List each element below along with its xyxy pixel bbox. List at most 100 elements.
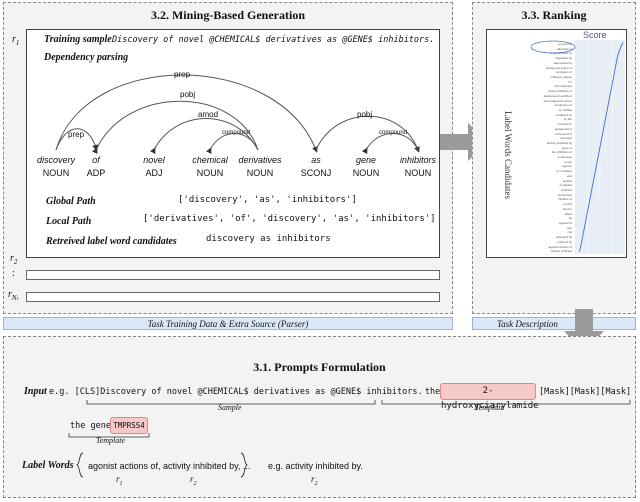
candidate-label: activity inhibited [550, 249, 572, 254]
template2-bracket [68, 433, 150, 438]
arc-label-prep-inner: prep [68, 130, 85, 139]
token-pos: ADJ [145, 168, 163, 178]
candidate-label: increase in [557, 122, 572, 127]
input-label: Input [24, 386, 47, 397]
token-word: derivatives [238, 155, 282, 165]
r2-bottom: r2 [190, 474, 197, 487]
candidate-label: antagonist of [554, 126, 572, 131]
candidate-highlight [530, 40, 576, 54]
token-word: gene [355, 155, 377, 165]
candidate-label: mediated by [555, 112, 572, 117]
r2-row [26, 270, 440, 280]
candidate-label: a worst for [557, 42, 572, 46]
candidate-label: induced by [557, 239, 572, 244]
candidate-label: mixed inhibitors of [547, 89, 572, 94]
token-pos: NOUN [352, 168, 380, 178]
candidate-label: the treatment [554, 84, 572, 89]
candidate-label: role [566, 225, 572, 230]
arc-label-compound-right: compound [379, 130, 408, 136]
candidate-label: mediated [559, 183, 572, 188]
arc-label-pobj-right: pobj [357, 110, 373, 119]
token-pos: NOUN [196, 168, 224, 178]
rn-label: rNr [8, 289, 19, 302]
arc-prep-inner [55, 128, 98, 151]
candidate-label: inhibited [560, 188, 572, 193]
input-sample-text: Discovery of novel @CHEMICAL$ derivative… [100, 387, 423, 397]
token-pos: SCONJ [300, 168, 332, 178]
candidate-label: degraded by [555, 56, 572, 61]
global-path-label: Global Path [46, 196, 96, 207]
candidate-label: the inhibition of [551, 150, 572, 155]
candidate-label: cell [567, 230, 572, 235]
candidate-label: was tested for [553, 60, 572, 65]
local-path-value: ['derivatives', 'of', 'discovery', 'as',… [143, 214, 436, 224]
task-description-bar: Task Description [472, 317, 636, 330]
arc-label-prep-outer: prep [174, 70, 191, 79]
arc-pobj-left [92, 100, 259, 154]
token-pos: NOUN [42, 168, 70, 178]
dependency-parsing-label: Dependency parsing [44, 52, 129, 63]
candidate-label: gene of [561, 145, 572, 150]
retrieved-value: discovery as inhibitors [206, 234, 331, 244]
candidate-label: inhibitor of [558, 197, 572, 202]
arc-label-compound-left: compound [222, 130, 251, 136]
token-word: of [92, 155, 100, 165]
task-training-data-bar: Task Training Data & Extra Source (Parse… [3, 317, 453, 330]
score-line [578, 42, 624, 252]
label-words-value: agonist actions of, activity inhibited b… [88, 461, 251, 471]
template2-label: Template [96, 436, 126, 445]
r1-label: r1 [12, 34, 20, 47]
arc-compound-right [361, 133, 419, 155]
ranking-axis-label: Label Words Candidates [503, 110, 513, 200]
chemical-chip: 2-hydroxyciarylamide [440, 383, 539, 411]
candidate-label: agonist [562, 164, 572, 169]
candidate-label: agonist of [558, 221, 572, 226]
the-gene-text: the gene [70, 421, 111, 431]
arc-label-pobj-left: pobj [180, 90, 196, 99]
candidate-label: effect [564, 211, 572, 216]
r2-label: r2 [10, 253, 18, 266]
ranking-chart [575, 40, 625, 254]
candidate-label: for sulfate [558, 107, 572, 112]
candidate-label: ionization of [555, 70, 572, 75]
candidate-label: agonist actions of [548, 244, 572, 249]
prompts-title: 3.1. Prompts Formulation [253, 360, 386, 374]
token-pos: NOUN [404, 168, 432, 178]
candidate-label: bind to [562, 206, 572, 211]
candidate-label: inhibitory effects [550, 74, 572, 79]
candidate-label: background workflow [543, 93, 572, 98]
token-word: chemical [192, 155, 228, 165]
prompts-panel [3, 336, 636, 498]
candidate-label: as [568, 216, 572, 221]
score-label: Score [583, 30, 607, 40]
candidate-label: activated by [555, 235, 572, 240]
sample-bracket [86, 400, 376, 405]
candidate-label: production [557, 192, 572, 197]
label-words-label: Label Words [22, 460, 74, 471]
label-words-brace-right [240, 452, 248, 478]
arc-compound-left [205, 133, 259, 155]
input-line: Input e.g. [CLS]Discovery of novel @CHEM… [24, 386, 486, 397]
dependency-arcs [55, 74, 420, 155]
candidate-label: is transported by [549, 51, 572, 56]
mask-tokens: [Mask][Mask][Mask] [539, 387, 632, 397]
template-label: Template [475, 403, 505, 412]
input-prefix: e.g. [CLS] [49, 387, 101, 397]
retrieved-label: Retreived label word candidates [46, 236, 177, 247]
training-sample-label: Training sample [44, 34, 112, 45]
template-bracket [381, 400, 631, 405]
label-words-example: e.g. activity inhibited by. [268, 461, 363, 471]
candidate-label: tumor [564, 159, 572, 164]
candidate-label: substrate of [556, 46, 572, 51]
arc-pobj-right [315, 115, 420, 153]
candidate-label: production of [554, 103, 572, 108]
arc-prep-outer [55, 74, 318, 153]
candidate-label: and antagonist action [543, 98, 572, 103]
token-word: as [311, 155, 321, 165]
sample-label: Sample [218, 403, 242, 412]
local-path-label: Local Path [46, 216, 92, 227]
vertical-dots: : [12, 268, 15, 279]
r1-bottom: r1 [116, 474, 123, 487]
token-word: novel [143, 155, 165, 165]
